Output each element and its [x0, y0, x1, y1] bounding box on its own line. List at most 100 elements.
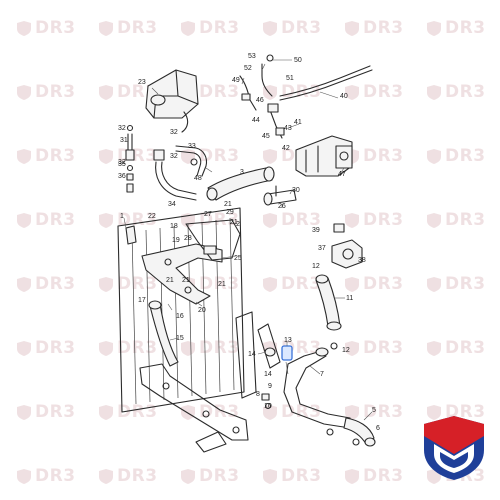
watermark-tile: DR3: [344, 402, 404, 422]
watermark-shield-icon: [99, 469, 113, 484]
watermark-shield-icon: [345, 213, 359, 228]
watermark-shield-icon: [345, 341, 359, 356]
watermark-shield-icon: [181, 21, 195, 36]
watermark-shield-icon: [427, 21, 441, 36]
watermark-text: DR3: [445, 146, 486, 166]
callout-31: 31: [120, 137, 128, 144]
callout-20: 20: [198, 307, 206, 314]
watermark-shield-icon: [181, 213, 195, 228]
callout-21e: 21: [218, 281, 226, 288]
watermark-text: DR3: [117, 402, 158, 422]
watermark-tile: DR3: [16, 146, 76, 166]
callout-32b: 32: [118, 159, 126, 166]
callout-2: 2: [236, 221, 240, 228]
callout-35: 35: [118, 161, 126, 168]
expansion-tank: [145, 69, 199, 133]
callout-50: 50: [294, 57, 302, 64]
watermark-tile: DR3: [344, 210, 404, 230]
watermark-text: DR3: [445, 18, 486, 38]
watermark-shield-icon: [17, 469, 31, 484]
watermark-tile: DR3: [344, 466, 404, 486]
watermark-tile: DR3: [262, 402, 322, 422]
callout-41: 41: [294, 119, 302, 126]
thermostat-housing: [295, 135, 353, 177]
watermark-shield-icon: [99, 405, 113, 420]
watermark-shield-icon: [17, 213, 31, 228]
watermark-shield-icon: [345, 277, 359, 292]
watermark-shield-icon: [263, 21, 277, 36]
callout-39: 39: [312, 227, 320, 234]
callout-12a: 12: [312, 263, 320, 270]
callout-16: 16: [176, 313, 184, 320]
watermark-shield-icon: [17, 85, 31, 100]
watermark-tile: DR3: [426, 210, 486, 230]
callout-32c: 32: [170, 129, 178, 136]
watermark-shield-icon: [263, 469, 277, 484]
watermark-tile: DR3: [262, 210, 322, 230]
watermark-text: DR3: [199, 18, 240, 38]
watermark-tile: DR3: [426, 274, 486, 294]
lower-pipe: [261, 342, 351, 436]
watermark-text: DR3: [199, 466, 240, 486]
callout-40: 40: [340, 93, 348, 100]
watermark-tile: DR3: [344, 274, 404, 294]
watermark-tile: DR3: [344, 82, 404, 102]
callout-53: 53: [248, 53, 256, 60]
highlighted-part-13[interactable]: [281, 342, 293, 361]
watermark-shield-icon: [99, 277, 113, 292]
callout-14b: 14: [264, 371, 272, 378]
watermark-shield-icon: [427, 85, 441, 100]
watermark-shield-icon: [427, 341, 441, 356]
watermark-shield-icon: [99, 341, 113, 356]
callout-52: 52: [244, 65, 252, 72]
leader-lines: [123, 59, 373, 421]
hose-33: [175, 145, 208, 177]
callout-42: 42: [282, 145, 290, 152]
watermark-shield-icon: [17, 341, 31, 356]
watermark-text: DR3: [281, 274, 322, 294]
fan-shroud: [139, 311, 257, 453]
watermark-shield-icon: [263, 405, 277, 420]
watermark-text: DR3: [281, 18, 322, 38]
watermark-text: DR3: [117, 466, 158, 486]
watermark-text: DR3: [363, 18, 404, 38]
watermark-shield-icon: [99, 21, 113, 36]
callout-23: 23: [138, 79, 146, 86]
callout-8: 8: [256, 391, 260, 398]
brand-logo: [424, 416, 484, 480]
watermark-text: DR3: [363, 338, 404, 358]
watermark-shield-icon: [17, 405, 31, 420]
watermark-shield-icon: [345, 21, 359, 36]
callout-47: 47: [338, 171, 346, 178]
watermark-text: DR3: [363, 402, 404, 422]
watermark-text: DR3: [117, 18, 158, 38]
callout-33: 33: [188, 143, 196, 150]
hose-14: [257, 323, 281, 369]
callout-21b: 21: [230, 219, 238, 226]
watermark-tile: DR3: [180, 466, 240, 486]
callout-44: 44: [252, 117, 260, 124]
watermark-text: DR3: [445, 210, 486, 230]
callout-48: 48: [194, 175, 202, 182]
watermark-tile: DR3: [262, 466, 322, 486]
watermark-text: DR3: [199, 146, 240, 166]
watermark-text: DR3: [445, 338, 486, 358]
watermark-shield-icon: [427, 213, 441, 228]
watermark-text: DR3: [281, 82, 322, 102]
watermark-text: DR3: [199, 274, 240, 294]
watermark-text: DR3: [445, 274, 486, 294]
watermark-shield-icon: [263, 213, 277, 228]
watermark-shield-icon: [345, 405, 359, 420]
watermark-text: DR3: [35, 18, 76, 38]
watermark-tile: DR3: [98, 402, 158, 422]
watermark-tile: DR3: [426, 146, 486, 166]
callout-32a: 32: [118, 125, 126, 132]
callout-6: 6: [376, 425, 380, 432]
callout-43: 43: [284, 125, 292, 132]
pump-outlet: [331, 223, 363, 269]
callout-21a: 21: [224, 201, 232, 208]
callout-1: 1: [120, 213, 124, 220]
callout-21d: 21: [182, 277, 190, 284]
